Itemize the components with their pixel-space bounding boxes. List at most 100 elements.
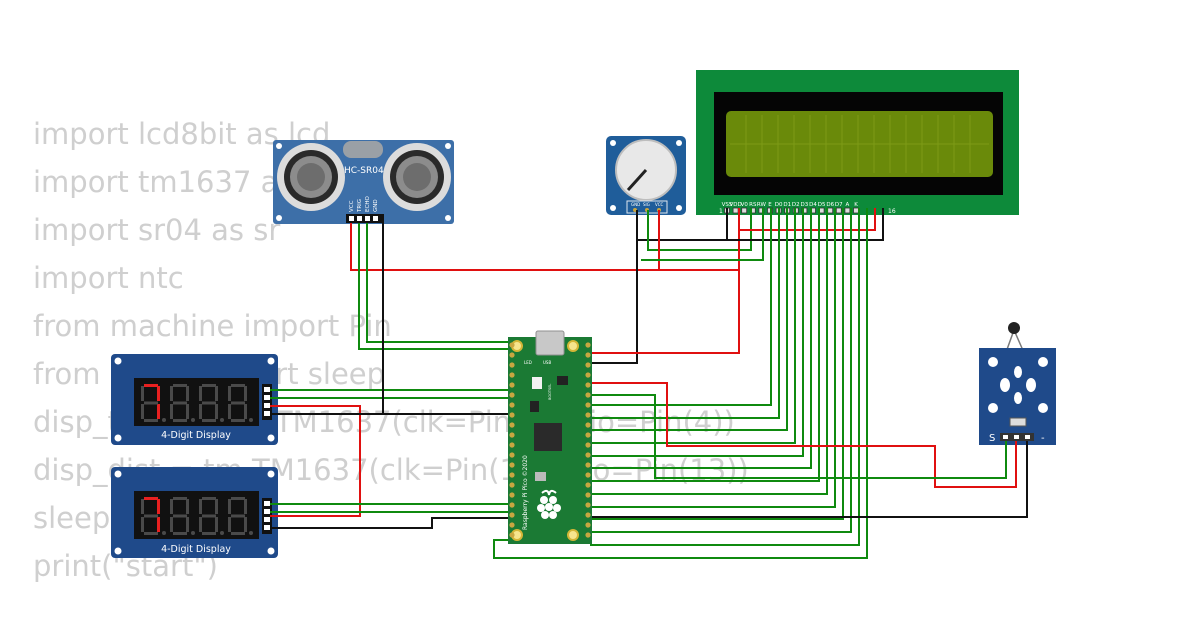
display-pin [264,517,270,522]
pico-pin [509,502,515,508]
mount-hole [610,140,616,146]
crystal [343,141,383,158]
seven-seg-dot [249,531,253,535]
code-line: from machine import Pin [33,309,392,343]
tm1637-display-temp[interactable]: 4-Digit Display [111,354,278,445]
seven-seg-dot [191,531,195,535]
seven-seg-segment [170,404,173,419]
pot-pin-label: SIG [643,202,650,207]
pico-pin [509,482,515,488]
pico-pin [585,382,591,388]
display-pin [264,509,270,514]
seven-seg-digits [141,384,253,422]
display-pin [264,525,270,530]
chip [557,376,568,385]
rp2040-chip [534,423,562,451]
seven-seg-segment [157,517,160,532]
seven-seg-segment [202,419,216,422]
lcd-pin [827,207,834,214]
seven-seg-segment [170,386,173,401]
seven-seg-dot [162,418,166,422]
hc-sr04-sensor[interactable]: HC-SR04 VCC TRIG ECHO GND [273,140,454,224]
tm1637-display-dist[interactable]: 4-Digit Display [111,467,278,558]
pico-pin [585,532,591,538]
seven-seg-segment [231,419,245,422]
lcd-pin [835,207,842,214]
wire-lcd-gnd [590,240,638,364]
pico-pin [585,422,591,428]
sr04-pin [357,216,362,221]
chip [530,401,539,412]
pot-knob-pointer [626,168,648,192]
seven-seg-segment [157,499,160,514]
seven-seg-segment [173,532,187,535]
pico-pin [585,462,591,468]
sr04-pin-label: GND [373,199,379,212]
ntc-pin [1014,435,1019,439]
seven-seg-segment [228,386,231,401]
pico-gpio-pins [509,342,591,538]
seven-seg-segment [186,499,189,514]
raspberry-pi-pico[interactable]: LED USB BOOTSEL Raspberry Pi Pico ©2020 [508,330,592,544]
pico-pin [509,362,515,368]
lcd-pin [844,207,851,214]
ntc-label-s: S [989,433,995,444]
seven-seg-segment [144,419,158,422]
mount-hole [267,547,275,555]
potentiometer[interactable]: GND SIG VCC [606,136,686,215]
display-pin [264,387,270,392]
mount-hole [988,403,998,413]
mount-hole [114,434,122,442]
ntc-temperature-module[interactable]: S - [979,322,1056,445]
pico-pin [509,472,515,478]
pico-pin [585,452,591,458]
usb-connector [535,330,565,356]
mount-hole [114,357,122,365]
seven-seg-segment [144,401,158,405]
seven-seg-segment [215,404,218,419]
lcd-pin-label: V0 [741,202,749,208]
lcd-pin-last-label: 16 [888,208,896,215]
pad [1000,378,1010,392]
ntc-pin [1025,435,1030,439]
seven-seg-segment [199,499,202,514]
wire-ntc-vcc [590,382,1017,488]
ultrasonic-transducer-left [277,143,345,211]
seven-seg-segment [228,499,231,514]
wire-ntc-gnd [590,441,1028,518]
seven-seg-segment [144,532,158,535]
display-header [262,498,272,534]
pico-pin [509,342,515,348]
seven-seg-segment [144,514,158,518]
pico-pin [509,462,515,468]
seven-seg-segment [231,497,245,500]
pico-pin [585,342,591,348]
pico-pin [585,502,591,508]
seven-seg-segment [141,404,144,419]
thermistor-bead [1008,322,1020,334]
sr04-pin-label: TRIG [357,199,363,213]
mount-hole [567,529,579,541]
bootsel-button[interactable] [532,377,542,389]
pico-pin [585,362,591,368]
pad [1026,378,1036,392]
ntc-pin [1003,435,1008,439]
pad [1014,392,1022,404]
seven-seg-segment [186,517,189,532]
seven-seg-segment [202,497,216,500]
seven-seg-segment [244,386,247,401]
lcd-char-grid [730,115,989,173]
seven-seg-segment [215,386,218,401]
seven-seg-dot [162,531,166,535]
wire-sr04-trig [358,223,512,350]
pico-pin [585,472,591,478]
pico-bootsel-label: BOOTSEL [548,384,552,400]
pico-pin [585,392,591,398]
seven-seg-segment [144,497,158,500]
display-label: 4-Digit Display [161,544,231,555]
display-label: 4-Digit Display [161,430,231,441]
pico-pin [585,522,591,528]
pico-pin [585,432,591,438]
pico-pin [509,452,515,458]
